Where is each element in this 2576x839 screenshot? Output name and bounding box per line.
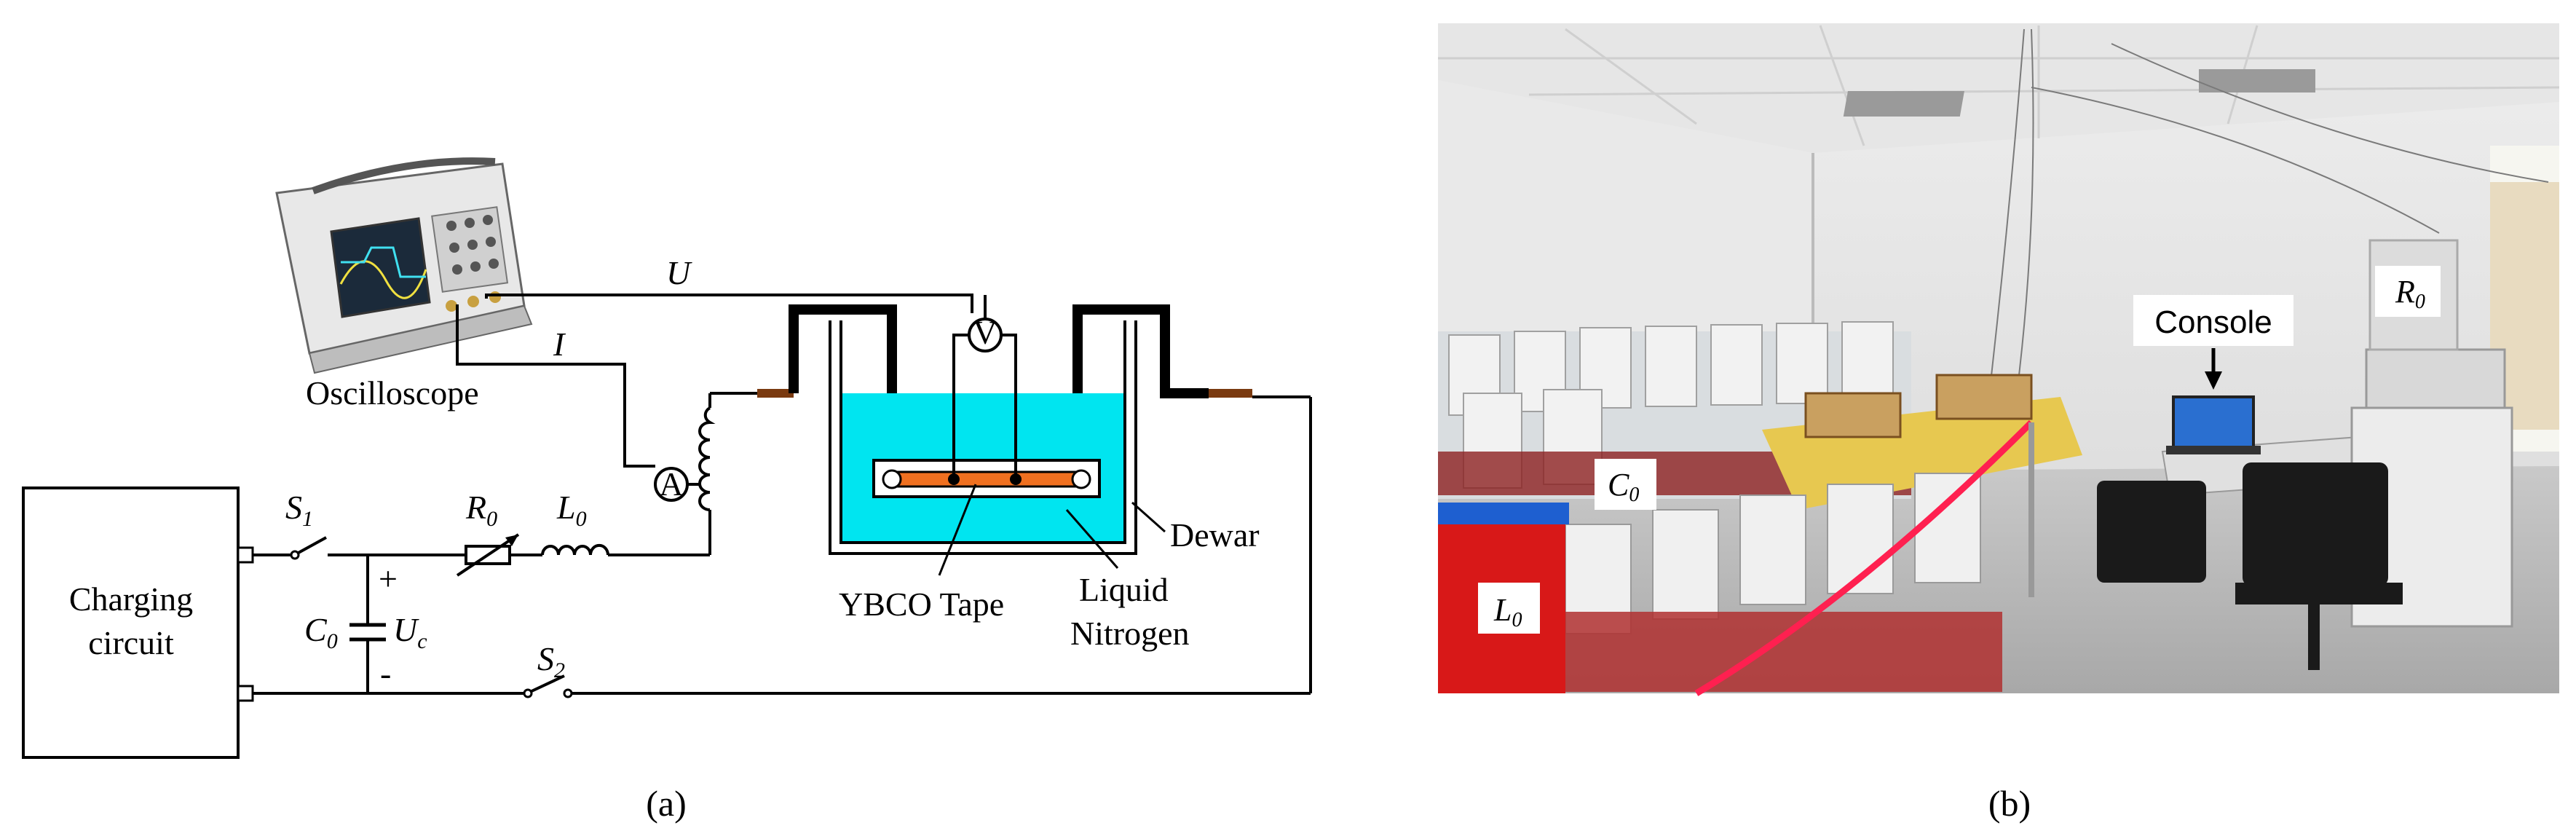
voltmeter-label: V: [973, 314, 997, 351]
lab-photo: Console R0 C0 L0 (b): [1438, 23, 2560, 824]
resistor-r0: [456, 533, 520, 577]
terminal-top: [237, 546, 254, 564]
main-wiring: [253, 392, 1312, 695]
dewar-label: Dewar: [1170, 516, 1260, 554]
resistor-label: R0: [465, 489, 497, 531]
current-leads: [757, 304, 1252, 444]
terminal-bottom: [237, 685, 254, 702]
ybco-tape-holder: [872, 459, 1101, 498]
inductor-l0: [541, 543, 609, 556]
c0-callout: [1595, 459, 1656, 510]
l0-label: L0: [1493, 592, 1522, 631]
current-label: I: [553, 326, 566, 363]
probe-wires: [456, 294, 973, 468]
console-callout: [2133, 295, 2293, 346]
charging-circuit-box: [22, 487, 240, 759]
current-coil: [698, 406, 716, 511]
switch-s2-label: S2: [537, 640, 565, 682]
caption-a: (a): [646, 783, 687, 824]
caption-b: (b): [1988, 783, 2031, 824]
laptop: [2172, 395, 2255, 449]
switch-s1: [290, 536, 327, 560]
switch-s1-label: S1: [285, 489, 313, 531]
charging-circuit-label-2: circuit: [88, 624, 174, 661]
c0-label: C0: [1608, 467, 1639, 506]
r0-callout: [2375, 266, 2441, 317]
console-label: Console: [2154, 304, 2272, 340]
ammeter-label: A: [659, 465, 683, 503]
leader-lines: [938, 484, 1166, 576]
liquid-nitrogen-label-1: Liquid: [1079, 571, 1169, 608]
l0-callout: [1478, 583, 1540, 634]
charging-circuit-label-1: Charging: [69, 580, 193, 618]
dewar-vessel: [829, 320, 1137, 555]
capacitor-voltage-label: Uc: [393, 611, 427, 653]
ybco-tape: [887, 470, 1086, 488]
voltage-label: U: [666, 254, 692, 291]
capacitor-label: C0: [304, 611, 338, 653]
capacitor-plus: +: [379, 560, 398, 597]
circuit-diagram: Oscilloscope U I Charging circuit: [22, 157, 1312, 824]
r0-label: R0: [2395, 274, 2425, 313]
voltmeter: [968, 318, 1003, 352]
capacitor-c0: [349, 623, 386, 642]
inductor-label: L0: [556, 489, 587, 531]
oscilloscope-label: Oscilloscope: [306, 374, 479, 411]
ybco-tape-label: YBCO Tape: [839, 586, 1004, 623]
oscilloscope-icon: [275, 157, 533, 374]
switch-s2: [523, 674, 573, 698]
capacitor-minus: -: [380, 655, 391, 692]
liquid-nitrogen-label-2: Nitrogen: [1070, 615, 1190, 652]
